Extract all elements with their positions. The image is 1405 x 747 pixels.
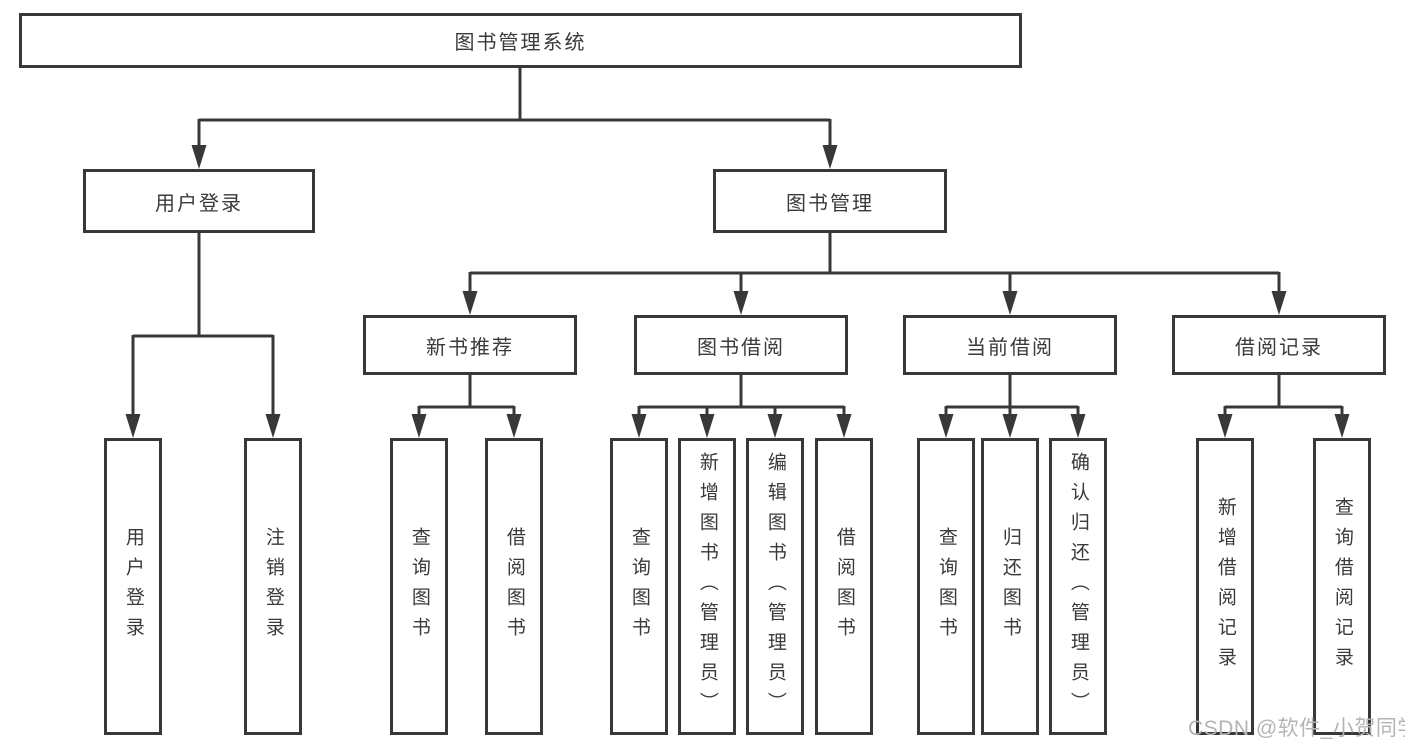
leaf-query-books-borrowing: 查询图书: [610, 438, 668, 735]
leaf-user-login: 用户登录: [104, 438, 162, 735]
node-borrowing-records: 借阅记录: [1172, 315, 1386, 375]
node-label: 查询借阅记录: [1331, 496, 1353, 677]
node-label: 用户登录: [155, 192, 243, 215]
node-label: 当前借阅: [966, 336, 1054, 359]
node-label: 查询图书: [628, 526, 650, 647]
node-book-management: 图书管理: [713, 169, 947, 233]
leaf-query-books-recommend: 查询图书: [390, 438, 448, 735]
arrowheads: [125, 145, 1350, 438]
node-label: 注销登录: [262, 526, 284, 647]
leaf-query-books-current: 查询图书: [917, 438, 975, 735]
node-label: 新增图书（管理员）: [696, 451, 718, 722]
node-label: 新增借阅记录: [1214, 496, 1236, 677]
leaf-borrow-books-recommend: 借阅图书: [485, 438, 543, 735]
node-label: 用户登录: [122, 526, 144, 647]
leaf-borrow-books-borrowing: 借阅图书: [815, 438, 873, 735]
node-label: 新书推荐: [426, 336, 514, 359]
leaf-confirm-return-admin: 确认归还（管理员）: [1049, 438, 1107, 735]
leaf-logout: 注销登录: [244, 438, 302, 735]
node-label: 借阅图书: [503, 526, 525, 647]
node-label: 图书管理: [786, 192, 874, 215]
node-library-system: 图书管理系统: [19, 13, 1022, 68]
node-label: 查询图书: [408, 526, 430, 647]
leaf-query-borrow-record: 查询借阅记录: [1313, 438, 1371, 735]
node-label: 归还图书: [999, 526, 1021, 647]
node-label: 借阅图书: [833, 526, 855, 647]
leaf-add-book-admin: 新增图书（管理员）: [678, 438, 736, 735]
node-label: 编辑图书（管理员）: [764, 451, 786, 722]
node-new-book-recommend: 新书推荐: [363, 315, 577, 375]
leaf-return-books: 归还图书: [981, 438, 1039, 735]
leaf-edit-book-admin: 编辑图书（管理员）: [746, 438, 804, 735]
node-label: 图书借阅: [697, 336, 785, 359]
node-book-borrowing: 图书借阅: [634, 315, 848, 375]
node-label: 借阅记录: [1235, 336, 1323, 359]
node-label: 确认归还（管理员）: [1067, 451, 1089, 722]
csdn-watermark: CSDN @软件_小贺同学: [1188, 717, 1405, 740]
node-label: 查询图书: [935, 526, 957, 647]
node-user-login: 用户登录: [83, 169, 315, 233]
node-label: 图书管理系统: [454, 32, 587, 54]
leaf-add-borrow-record: 新增借阅记录: [1196, 438, 1254, 735]
node-current-borrowing: 当前借阅: [903, 315, 1117, 375]
